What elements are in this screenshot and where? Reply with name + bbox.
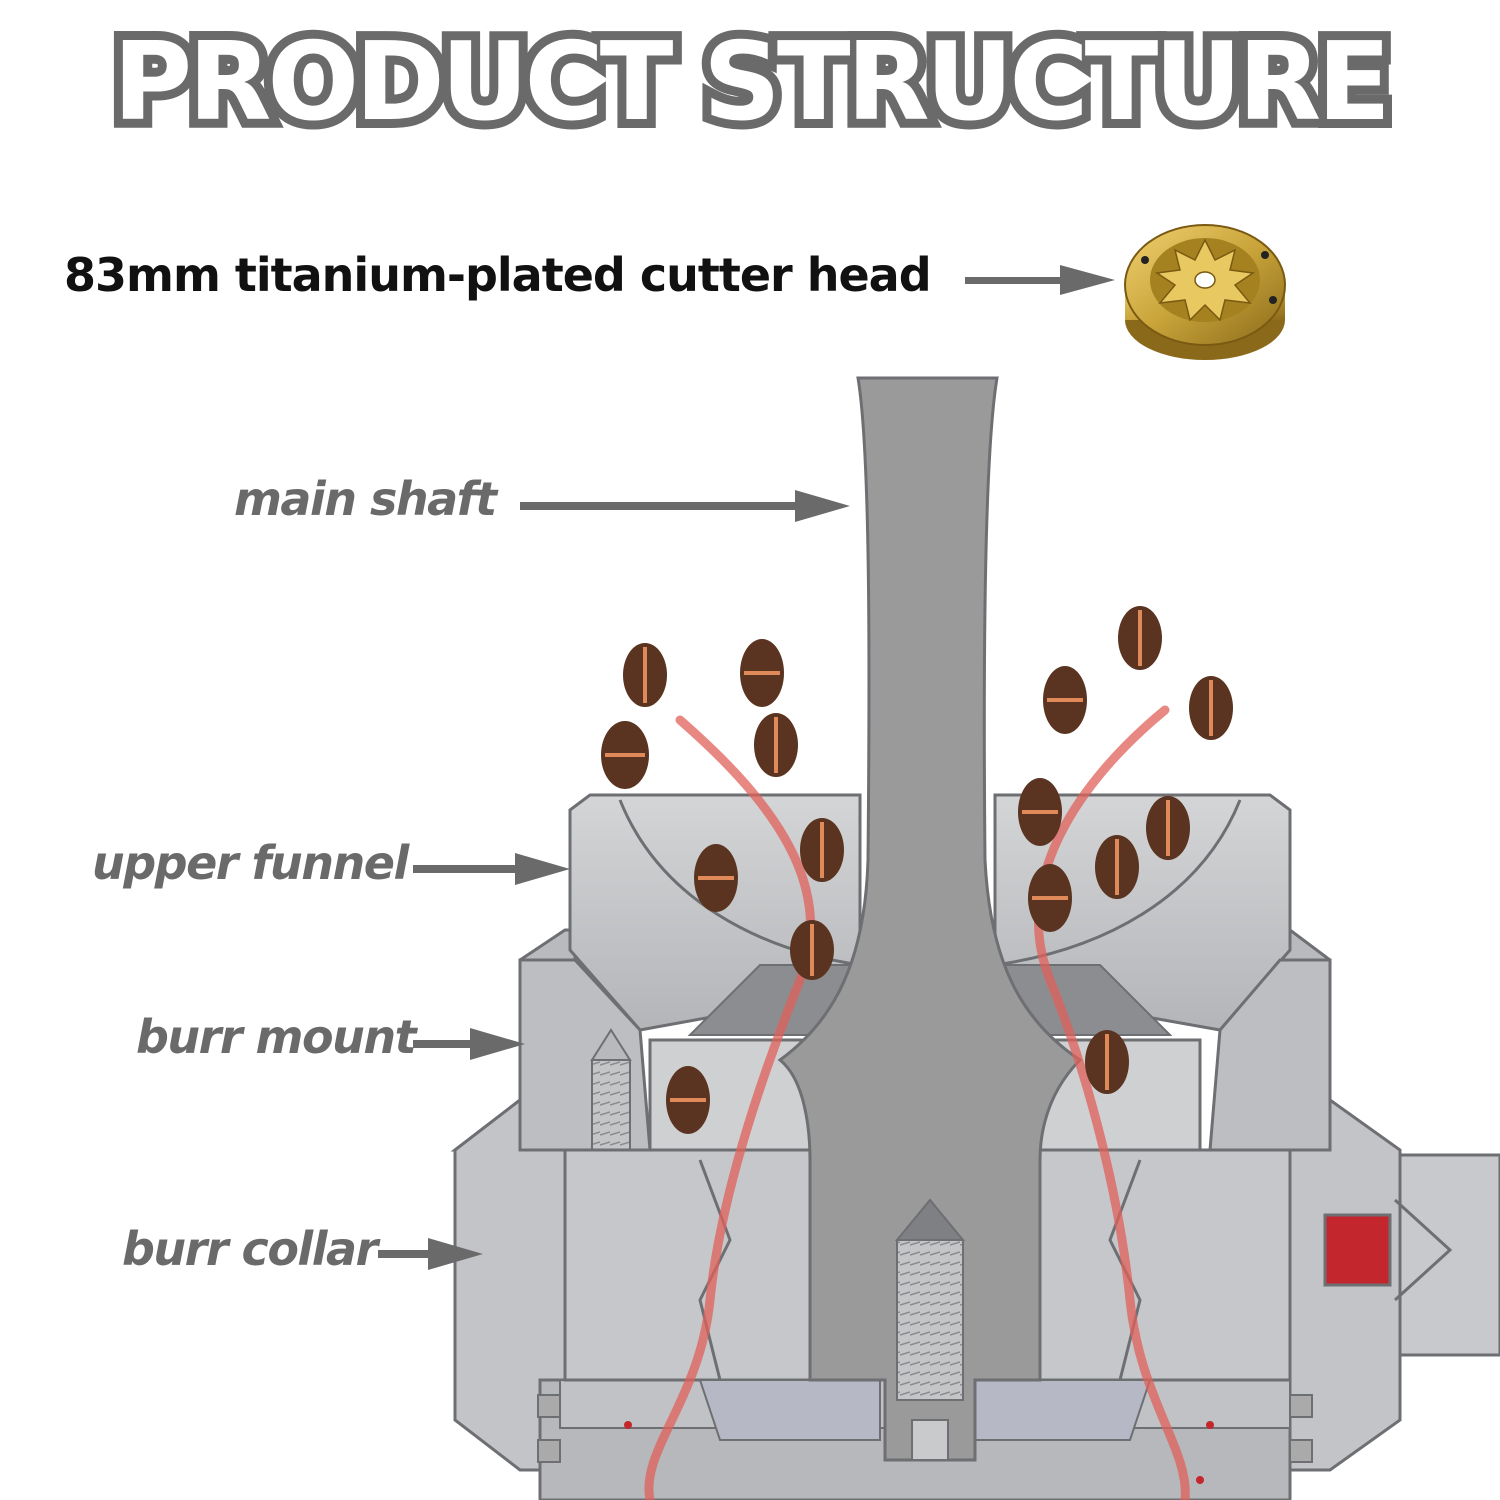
coffee-bean-7 [790,920,834,980]
coffee-bean-16 [1085,1030,1129,1094]
gold-burr-icon [1124,224,1286,360]
coffee-bean-10 [1043,666,1087,734]
coffee-bean-2 [740,639,784,707]
label-burr-collar: burr collar [122,1222,378,1276]
coffee-bean-1 [623,643,667,707]
page-title: PRODUCT STRUCTURE [104,11,1400,154]
label-main-shaft: main shaft [234,472,497,526]
main-shaft [777,376,1083,1462]
arrow-cutter-head [965,265,1115,295]
coffee-bean-5 [800,818,844,882]
label-upper-funnel: upper funnel [92,836,409,890]
coffee-bean-14 [1095,835,1139,899]
coffee-bean-3 [754,713,798,777]
label-burr-mount: burr mount [136,1010,417,1064]
coffee-bean-15 [1028,864,1072,932]
arrow-upper-funnel [413,853,570,885]
arrow-burr-mount [413,1028,525,1060]
arrow-burr-collar [378,1238,483,1270]
cutter-head-caption: 83mm titanium-plated cutter head [64,248,932,302]
coffee-bean-9 [1118,606,1162,670]
coffee-bean-12 [1018,778,1062,846]
coffee-bean-13 [1146,796,1190,860]
coffee-bean-11 [1189,676,1233,740]
flow-paths [644,705,1190,1500]
coffee-bean-8 [666,1066,710,1134]
arrow-main-shaft [520,490,850,522]
coffee-bean-4 [601,721,649,789]
coffee-bean-6 [694,844,738,912]
coffee-beans [601,606,1233,1134]
